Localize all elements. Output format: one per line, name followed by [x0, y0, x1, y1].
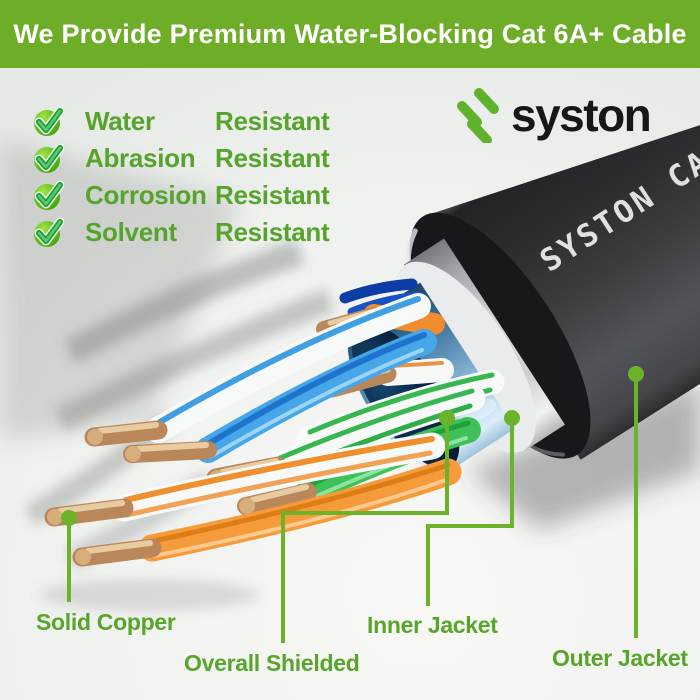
callout-dot-solid-copper [61, 510, 77, 526]
brand-logo: syston [449, 87, 652, 143]
feature-quality: Resistant [215, 143, 330, 173]
feature-attribute: Abrasion [85, 143, 196, 173]
banner-title: We Provide Premium Water-Blocking Cat 6A… [13, 18, 687, 49]
feature-attribute: Water [85, 106, 155, 136]
feature-attribute: Solvent [85, 217, 177, 247]
check-badge-icon [34, 106, 64, 136]
callout-label-inner-jacket: Inner Jacket [367, 612, 498, 638]
callout-label-solid-copper: Solid Copper [36, 609, 176, 635]
callout-lines [67, 380, 638, 643]
feature-quality: Resistant [215, 106, 330, 136]
brand-name: syston [511, 89, 652, 141]
callout-dot-inner-jacket [504, 410, 520, 426]
wire-white-blue [145, 293, 431, 443]
callout-line-inner-jacket [426, 424, 514, 606]
copper-tip [72, 538, 162, 567]
callout-label-overall-shielded: Overall Shielded [184, 650, 360, 676]
wire-blue [195, 329, 437, 463]
callout-dots [61, 366, 644, 526]
feature-row: Water Resistant [33, 103, 330, 140]
check-badge-icon [34, 217, 64, 247]
callout-label-outer-jacket: Outer Jacket [552, 645, 688, 671]
callout-dot-overall-shielded [439, 410, 455, 426]
callout-dot-outer-jacket [628, 366, 644, 382]
check-badge-icon [34, 180, 64, 210]
feature-row: Solvent Resistant [33, 214, 330, 251]
feature-quality: Resistant [215, 180, 330, 210]
copper-tip [123, 441, 217, 463]
check-badge-icon [34, 143, 64, 173]
callout-line-overall-shielded [281, 424, 449, 643]
copper-tip [237, 483, 317, 515]
wire-white-orange [110, 432, 446, 522]
wire-blue-pair-inside [339, 278, 418, 304]
feature-checklist: Water Resistant Abrasion Resistant Corro… [33, 103, 330, 251]
wire-white-stub [376, 358, 454, 386]
feature-quality: Resistant [215, 217, 330, 247]
feature-row: Abrasion Resistant [33, 140, 330, 177]
syston-s-bars-icon [457, 88, 499, 143]
title-banner: We Provide Premium Water-Blocking Cat 6A… [0, 0, 700, 68]
wire-white-green-1 [264, 384, 486, 480]
feature-row: Corrosion Resistant [33, 177, 330, 214]
copper-tip [84, 420, 168, 447]
feature-attribute: Corrosion [85, 180, 207, 210]
